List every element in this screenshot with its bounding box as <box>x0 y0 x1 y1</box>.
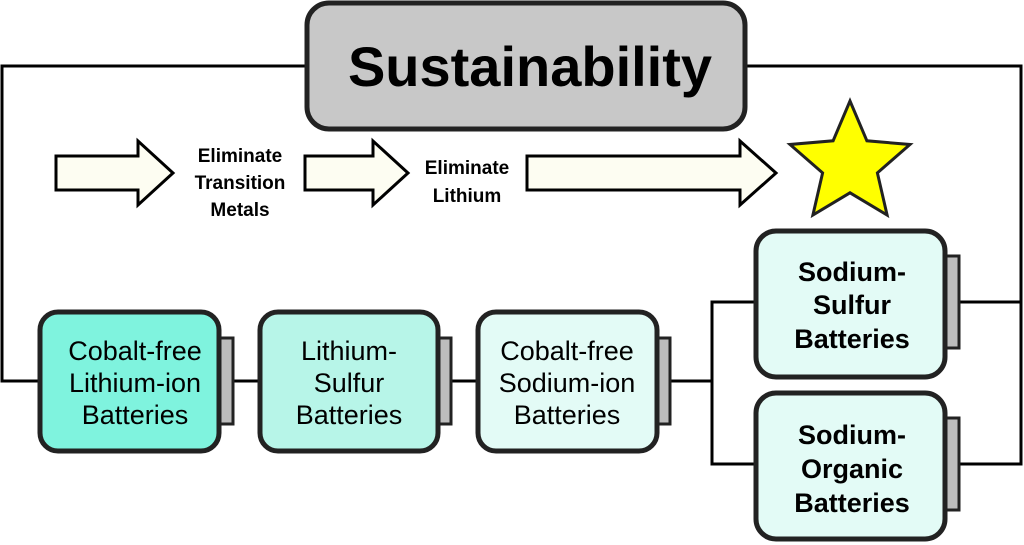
battery-label-line: Batteries <box>296 400 403 430</box>
battery-cobalt-free-sodium-ion: Cobalt-free Sodium-ion Batteries <box>475 309 672 454</box>
battery-label-line: Batteries <box>514 400 621 430</box>
title-box: Sustainability <box>304 0 748 132</box>
circuit-wires <box>0 64 1023 466</box>
arrow-right-icon <box>303 137 411 209</box>
battery-label-line: Batteries <box>794 324 910 354</box>
title-box-frame <box>304 0 748 132</box>
step-label-line: Transition <box>195 173 286 194</box>
step-label-line: Lithium <box>433 186 502 207</box>
battery-body <box>475 309 660 454</box>
wire-right-loop <box>745 64 1023 466</box>
step-eliminate-lithium: Eliminate Lithium <box>425 158 509 207</box>
battery-label-line: Sulfur <box>314 368 385 398</box>
step-label-line: Metals <box>210 200 269 221</box>
battery-sodium-organic: Sodium- Organic Batteries <box>753 390 961 542</box>
battery-label-line: Sodium- <box>798 420 906 450</box>
battery-label-line: Lithium- <box>301 336 397 366</box>
battery-label-line: Sodium- <box>798 257 906 287</box>
battery-cobalt-free-lithium-ion: Cobalt-free Lithium-ion Batteries <box>37 309 235 454</box>
battery-label-line: Batteries <box>82 400 189 430</box>
step-label-line: Eliminate <box>198 146 282 167</box>
battery-label-line: Batteries <box>794 488 910 518</box>
battery-lithium-sulfur: Lithium- Sulfur Batteries <box>257 309 453 454</box>
wire-split <box>710 300 756 466</box>
page-title: Sustainability <box>348 35 712 98</box>
step-label-line: Eliminate <box>425 158 509 179</box>
battery-label-line: Lithium-ion <box>69 368 201 398</box>
arrow-right-icon <box>54 137 176 209</box>
battery-label-line: Cobalt-free <box>68 336 202 366</box>
battery-label-line: Sodium-ion <box>499 368 636 398</box>
step-eliminate-transition-metals: Eliminate Transition Metals <box>195 146 286 221</box>
wire-left-loop <box>0 64 308 383</box>
progress-arrows <box>54 137 779 209</box>
battery-body <box>257 309 441 454</box>
arrow-right-icon <box>525 137 779 209</box>
battery-label-line: Organic <box>801 454 903 484</box>
battery-body <box>753 228 948 380</box>
battery-label-line: Sulfur <box>813 290 891 320</box>
battery-body <box>753 390 948 542</box>
battery-body <box>37 309 222 454</box>
battery-label-line: Cobalt-free <box>500 336 634 366</box>
star-icon <box>786 97 914 219</box>
battery-sodium-sulfur: Sodium- Sulfur Batteries <box>753 228 961 380</box>
